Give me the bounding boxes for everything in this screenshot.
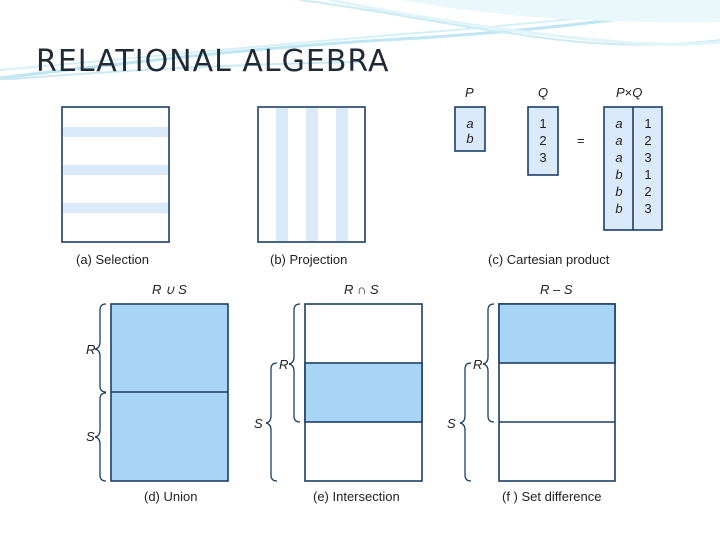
result-p-cell: a [615,133,623,148]
result-q-cell: 1 [644,167,652,182]
p-cell: a [466,116,474,131]
result-q-cell: 3 [644,201,652,216]
union-brace-r [94,303,107,393]
result-p-cell: a [615,150,623,165]
difference-table [459,303,616,482]
union-op-label: R ∪ S [152,282,187,297]
difference-op-label: R – S [540,282,573,297]
q-cell: 1 [539,116,547,131]
intersection-brace-r [288,303,301,423]
projected-column [336,108,348,241]
projection-caption: (b) Projection [270,252,348,267]
intersection-brace-r-label: R [279,357,289,372]
difference-brace-r-label: R [473,357,483,372]
cartesian-header-pxq-op: × [624,85,633,100]
result-p-cell: b [615,201,623,216]
slide-title: RELATIONAL ALGEBRA [36,44,390,79]
q-cell: 2 [539,133,547,148]
intersection-brace-s [265,362,278,482]
intersection-caption: (e) Intersection [313,489,400,504]
difference-brace-r [482,303,495,423]
result-p-cell: b [615,167,623,182]
selected-row [63,203,168,213]
result-q-cell: 2 [644,133,652,148]
cartesian-q-table [527,106,559,176]
union-brace-s-label: S [86,429,95,444]
union-brace-r-label: R [86,342,96,357]
projection-table [257,106,366,243]
result-p-cell: a [615,116,623,131]
projected-column [306,108,318,241]
cartesian-header-pxq-left: P [616,85,625,100]
difference-caption: (f ) Set difference [502,489,602,504]
difference-brace-s-label: S [447,416,456,431]
header-wave-decoration [0,0,720,80]
p-cell: b [466,131,474,146]
cartesian-caption: (c) Cartesian product [488,252,610,267]
selected-row [63,127,168,137]
intersection-brace-s-label: S [254,416,263,431]
union-table [94,303,229,482]
selection-caption: (a) Selection [76,252,149,267]
result-q-cell: 1 [644,116,652,131]
selected-row [63,165,168,175]
cartesian-result-table [603,106,663,231]
union-brace-s [94,392,107,482]
projected-column [276,108,288,241]
difference-brace-s [459,362,472,482]
result-q-cell: 3 [644,150,652,165]
result-p-cell: b [615,184,623,199]
cartesian-header-pxq: P×Q [616,85,642,100]
cartesian-header-q: Q [538,85,549,100]
union-caption: (d) Union [144,489,198,504]
cartesian-header-p: P [465,85,474,100]
intersection-table [265,303,423,482]
selection-table [61,106,170,243]
q-cell: 3 [539,150,547,165]
cartesian-header-pxq-right: Q [632,85,643,100]
cartesian-equals: = [577,133,585,148]
cartesian-p-table [454,106,486,152]
intersection-op-label: R ∩ S [344,282,379,297]
result-q-cell: 2 [644,184,652,199]
